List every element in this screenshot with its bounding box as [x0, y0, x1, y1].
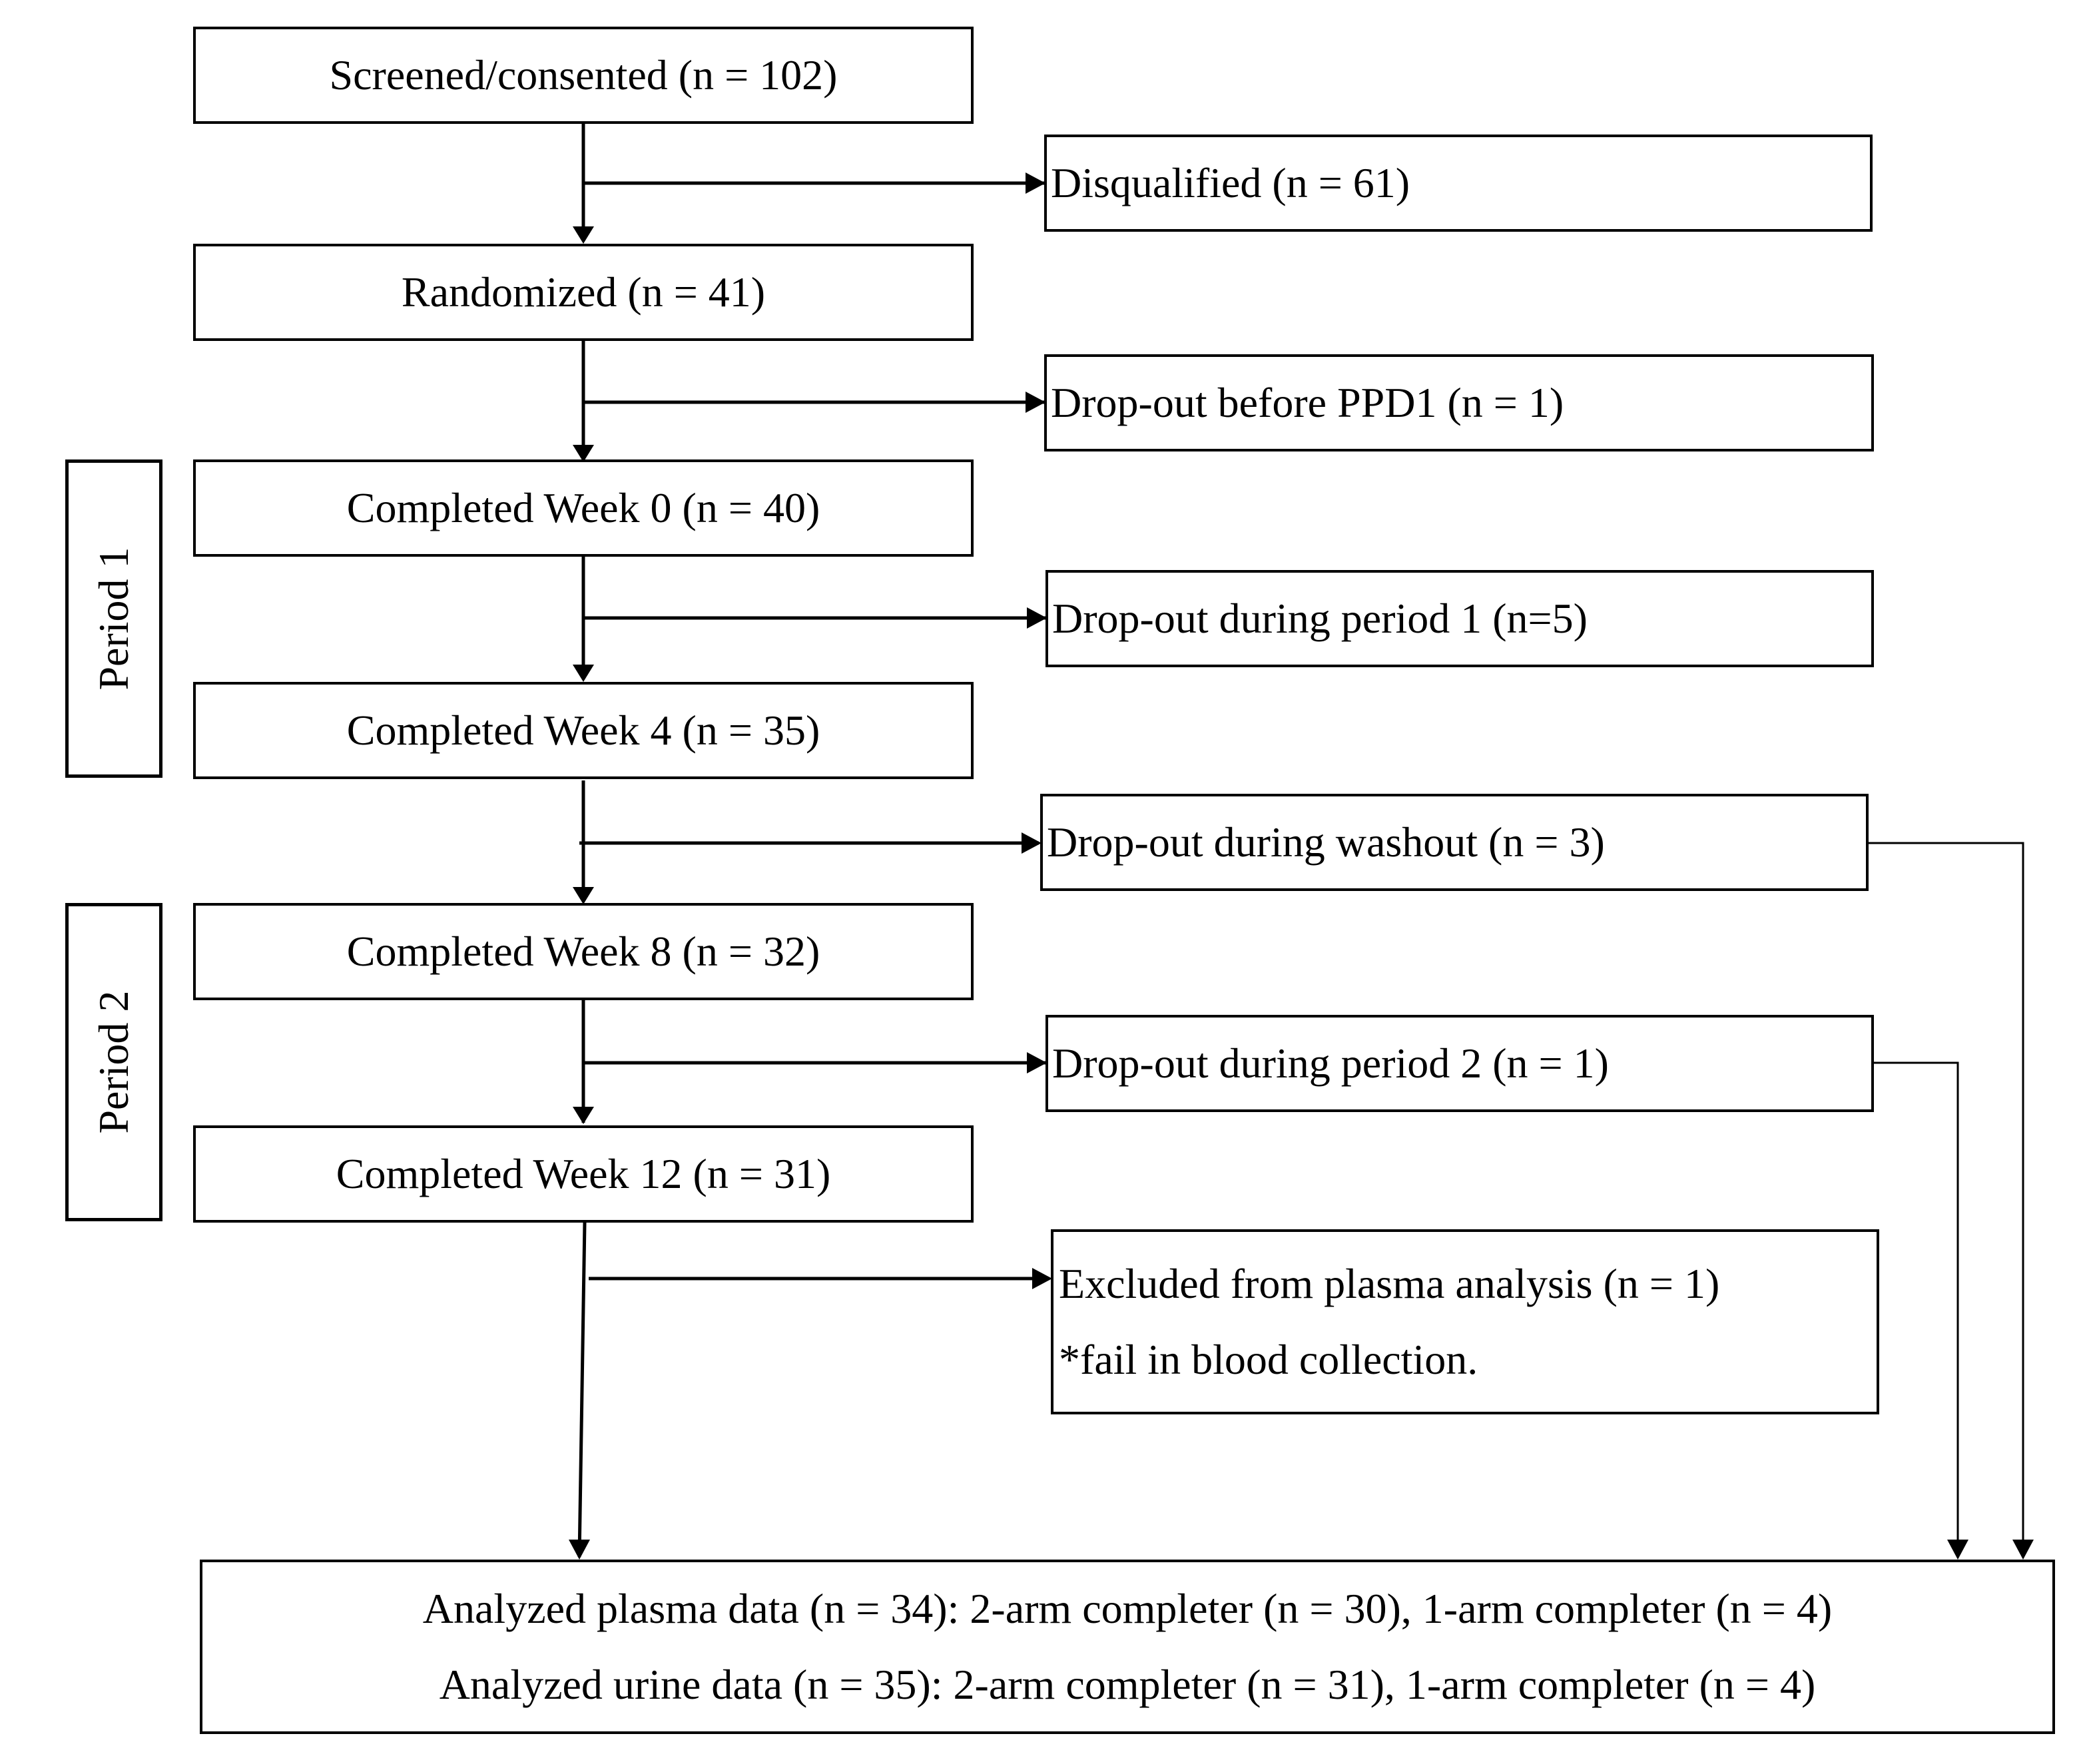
box-week8: Completed Week 8 (n = 32) — [193, 903, 974, 1000]
dropout-period2-label: Drop-out during period 2 (n = 1) — [1052, 1039, 1609, 1087]
excluded-note: *fail in blood collection. — [1059, 1336, 1478, 1383]
box-disqualified: Disqualified (n = 61) — [1044, 135, 1873, 232]
excluded-label: Excluded from plasma analysis (n = 1) — [1059, 1260, 1720, 1307]
box-week4: Completed Week 4 (n = 35) — [193, 682, 974, 779]
box-dropout-period2: Drop-out during period 2 (n = 1) — [1045, 1015, 1874, 1112]
box-randomized: Randomized (n = 41) — [193, 244, 974, 341]
box-dropout-ppd1: Drop-out before PPD1 (n = 1) — [1044, 354, 1874, 451]
arrow-week12-to-final — [577, 1222, 587, 1558]
screened-label: Screened/consented (n = 102) — [329, 51, 838, 99]
box-dropout-period1: Drop-out during period 1 (n=5) — [1045, 570, 1874, 667]
box-final-analysis: Analyzed plasma data (n = 34): 2-arm com… — [200, 1560, 2055, 1734]
week0-label: Completed Week 0 (n = 40) — [346, 484, 820, 531]
dropout-ppd1-label: Drop-out before PPD1 (n = 1) — [1051, 379, 1564, 426]
box-dropout-washout: Drop-out during washout (n = 3) — [1040, 794, 1869, 891]
disqualified-label: Disqualified (n = 61) — [1051, 159, 1410, 206]
dropout-washout-label: Drop-out during washout (n = 3) — [1047, 818, 1605, 866]
period-1-label: Period 1 — [90, 547, 137, 691]
period-1-bracket: Period 1 — [65, 459, 162, 778]
final-urine-line: Analyzed urine data (n = 35): 2-arm comp… — [439, 1661, 1816, 1708]
final-plasma-line: Analyzed plasma data (n = 34): 2-arm com… — [422, 1585, 1833, 1632]
box-screened: Screened/consented (n = 102) — [193, 27, 974, 124]
week12-label: Completed Week 12 (n = 31) — [336, 1150, 831, 1197]
week8-label: Completed Week 8 (n = 32) — [346, 928, 820, 975]
randomized-label: Randomized (n = 41) — [401, 268, 766, 316]
connector-period2-to-final — [1873, 1061, 1959, 1552]
dropout-period1-label: Drop-out during period 1 (n=5) — [1052, 595, 1588, 642]
box-excluded: Excluded from plasma analysis (n = 1) *f… — [1051, 1229, 1879, 1414]
period-2-bracket: Period 2 — [65, 903, 162, 1221]
box-week12: Completed Week 12 (n = 31) — [193, 1125, 974, 1223]
box-week0: Completed Week 0 (n = 40) — [193, 459, 974, 557]
period-2-label: Period 2 — [90, 990, 137, 1134]
week4-label: Completed Week 4 (n = 35) — [346, 707, 820, 754]
connector-washout-to-final — [1867, 842, 2024, 1552]
